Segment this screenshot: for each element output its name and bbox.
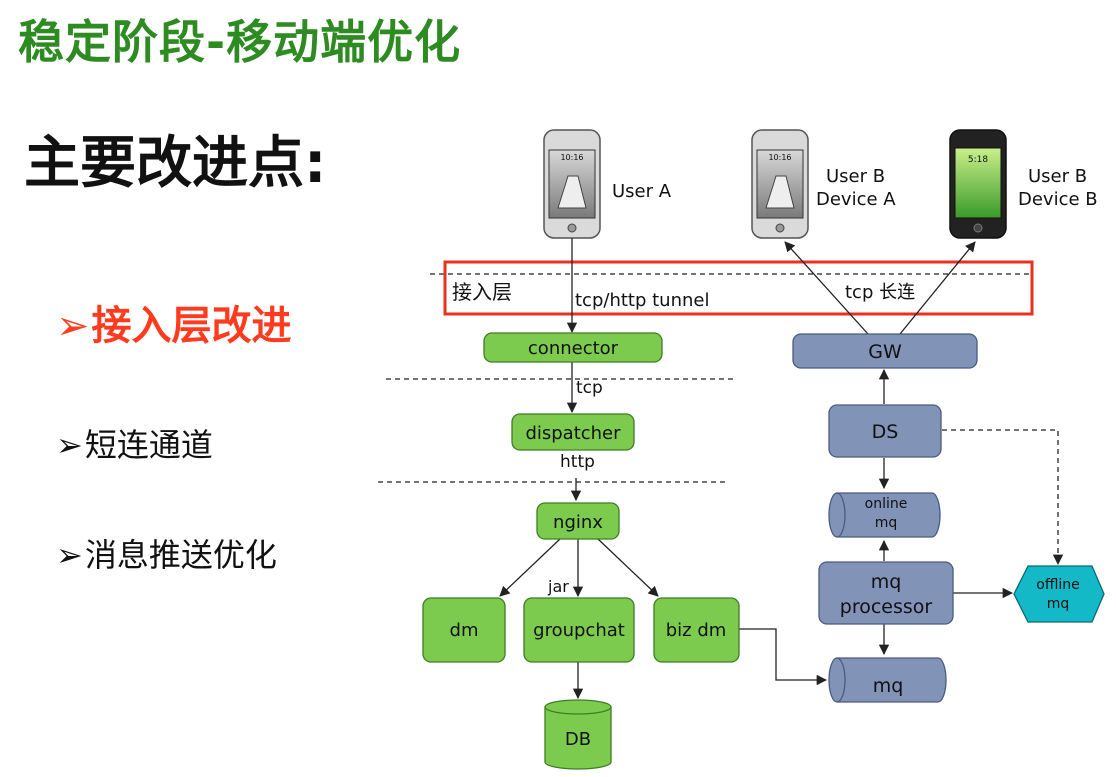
svg-text:mq: mq [1047, 596, 1070, 612]
nginx-node: nginx [536, 502, 620, 540]
svg-text:processor: processor [840, 596, 933, 618]
mq-processor-node: mq processor [818, 561, 954, 625]
svg-text:online: online [865, 496, 908, 512]
svg-text:nginx: nginx [553, 512, 603, 533]
user-b-device-a-line1: User B [826, 166, 885, 187]
db-cylinder: DB [544, 699, 612, 770]
phone-user-a-icon: 10:16 [543, 129, 601, 239]
svg-text:dm: dm [450, 620, 479, 641]
jar-label: jar [547, 577, 569, 596]
bullet-arrow-icon: ➢ [56, 303, 90, 349]
user-b-device-b-line2: Device B [1018, 189, 1098, 210]
svg-text:mq: mq [871, 571, 902, 593]
dm-node: dm [422, 597, 506, 663]
user-a-label: User A [612, 181, 672, 202]
biz-dm-node: biz dm [653, 597, 740, 663]
svg-text:offline: offline [1036, 577, 1079, 593]
online-mq-cylinder: online mq [828, 492, 941, 538]
tcp-http-tunnel-label: tcp/http tunnel [575, 290, 709, 311]
svg-text:DS: DS [872, 421, 899, 443]
user-b-device-b-line1: User B [1028, 166, 1087, 187]
phone-time: 10:16 [560, 153, 583, 162]
bullet-arrow-icon: ➢ [56, 426, 83, 464]
tcp-long-conn-label: tcp 长连 [845, 282, 915, 303]
http-label: http [560, 452, 595, 472]
bullet-access-layer: ➢接入层改进 [56, 293, 292, 351]
svg-text:connector: connector [528, 338, 619, 359]
access-layer-box [443, 260, 1034, 316]
tcp-label: tcp [576, 378, 603, 398]
heading: 主要改进点: [24, 131, 327, 196]
access-layer-label: 接入层 [452, 280, 512, 304]
bullet-text: 短连通道 [84, 426, 213, 464]
offline-mq-node: offline mq [1013, 565, 1105, 623]
bullet-text: 消息推送优化 [84, 536, 277, 574]
svg-text:dispatcher: dispatcher [525, 423, 621, 444]
page-title: 稳定阶段-移动端优化 [18, 15, 462, 69]
phone-user-b-device-b-icon: 5:18 [949, 129, 1007, 239]
bullet-text: 接入层改进 [91, 303, 292, 349]
ds-node: DS [828, 404, 942, 458]
svg-text:groupchat: groupchat [533, 620, 625, 641]
bullet-short-conn: ➢短连通道 [56, 420, 213, 466]
phone-time: 10:16 [768, 153, 791, 162]
phone-time: 5:18 [968, 155, 988, 165]
svg-text:GW: GW [868, 341, 902, 363]
groupchat-node: groupchat [523, 597, 635, 663]
mq-cylinder: mq [828, 657, 947, 703]
dispatcher-node: dispatcher [511, 413, 635, 451]
phone-user-b-device-a-icon: 10:16 [751, 129, 809, 239]
bullet-push-opt: ➢消息推送优化 [56, 530, 277, 576]
svg-text:biz dm: biz dm [666, 620, 727, 641]
gw-node: GW [792, 333, 978, 369]
svg-text:DB: DB [565, 729, 591, 750]
connector-node: connector [483, 332, 663, 363]
user-b-device-a-line2: Device A [816, 189, 896, 210]
svg-text:mq: mq [875, 515, 898, 531]
svg-text:mq: mq [873, 675, 904, 697]
bullet-arrow-icon: ➢ [56, 536, 83, 574]
